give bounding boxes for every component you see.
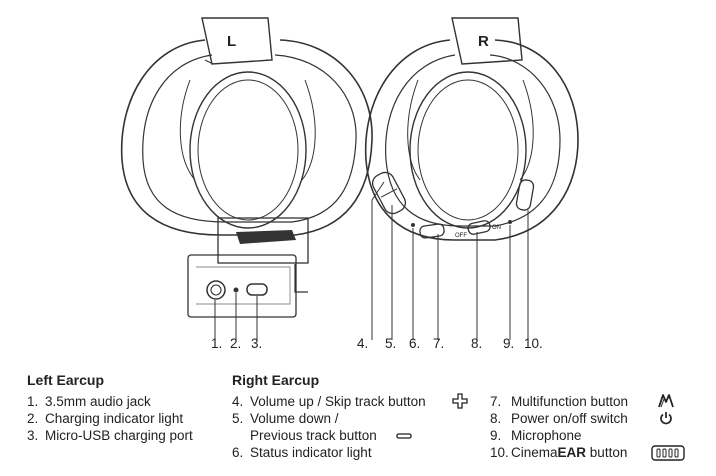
legend-num-9: 9. <box>490 428 502 443</box>
legend-num-4: 4. <box>232 394 244 409</box>
legend-text-5b: Previous track button <box>250 428 377 443</box>
legend-text-3: Micro-USB charging port <box>45 428 193 443</box>
charge-light-icon <box>233 287 239 293</box>
legend-num-7: 7. <box>490 394 502 409</box>
legend-text-6: Status indicator light <box>250 445 372 460</box>
callout-5: 5. <box>385 336 397 351</box>
switch-off-label: OFF <box>455 233 467 239</box>
audio-jack-icon <box>206 280 226 300</box>
legend-num-8: 8. <box>490 411 502 426</box>
left-earcup-label: L <box>227 33 237 50</box>
legend-text-9: Microphone <box>511 428 582 443</box>
legend-text-10b: EAR <box>557 445 587 460</box>
callout-6: 6. <box>409 336 421 351</box>
minus-icon <box>396 433 412 439</box>
m-logo-icon <box>658 394 674 408</box>
callout-2: 2. <box>230 336 242 351</box>
callout-4: 4. <box>357 336 369 351</box>
right-earcup-label: R <box>478 33 489 50</box>
legend-num-2: 2. <box>27 411 39 426</box>
right-earcup <box>364 17 579 340</box>
callout-3: 3. <box>251 336 263 351</box>
volume-buttons <box>371 171 407 215</box>
legend-text-1: 3.5mm audio jack <box>45 394 151 409</box>
legend-text-8: Power on/off switch <box>511 411 628 426</box>
headphone-diagram <box>120 17 579 340</box>
legend-num-1: 1. <box>27 394 39 409</box>
right-legend-heading: Right Earcup <box>232 372 320 388</box>
callout-10: 10. <box>524 336 543 351</box>
usb-port-icon <box>246 283 268 296</box>
left-legend-heading: Left Earcup <box>27 372 105 388</box>
power-icon <box>660 412 672 425</box>
legend-text-10c: button <box>586 445 628 460</box>
legend-num-3: 3. <box>27 428 39 443</box>
legend-text-2: Charging indicator light <box>45 411 184 426</box>
legend-num-10: 10. <box>490 445 509 460</box>
callout-7: 7. <box>433 336 445 351</box>
left-earcup <box>120 17 373 293</box>
callout-8: 8. <box>471 336 483 351</box>
legend-text-7: Multifunction button <box>511 394 629 409</box>
left-port-panel <box>187 254 297 340</box>
legend-text-5: Volume down / <box>250 411 339 426</box>
legend-text-10a: Cinema <box>511 445 558 460</box>
plus-icon <box>452 393 468 409</box>
callout-9: 9. <box>503 336 515 351</box>
legend-text-10: CinemaEAR button <box>511 444 627 461</box>
switch-on-label: ON <box>492 225 501 231</box>
legend-text-4: Volume up / Skip track button <box>250 394 426 409</box>
cinemaear-icon <box>651 445 685 461</box>
legend-num-5: 5. <box>232 411 244 426</box>
legend-num-6: 6. <box>232 445 244 460</box>
callout-1: 1. <box>211 336 223 351</box>
